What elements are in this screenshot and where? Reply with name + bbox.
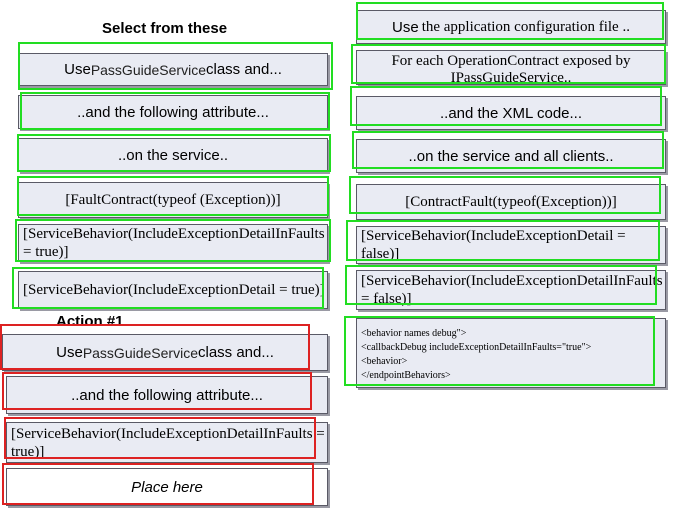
option-each-operationcontract[interactable]: For each OperationContract exposed by IP… [356,50,666,85]
option-on-the-service[interactable]: ..on the service.. [18,138,328,172]
option-faultcontract-attribute[interactable]: [FaultContract(typeof (Exception))] [18,182,328,218]
option-text: ..on the service and all clients.. [408,147,614,165]
option-servicebehavior-detail-true[interactable]: [ServiceBehavior(IncludeExceptionDetail … [18,271,328,309]
option-text: [FaultContract(typeof (Exception))] [65,192,281,208]
option-text: For each OperationContract exposed by IP… [391,53,631,85]
slot-text-post: class and... [197,344,274,361]
option-text-class: PassGuideService [90,61,206,78]
slot-3-servicebehavior-faults-true[interactable]: [ServiceBehavior(IncludeExceptionDetailI… [6,422,328,463]
option-contractfault-attribute[interactable]: [ContractFault(typeof(Exception))] [356,184,666,220]
option-text: [ServiceBehavior(IncludeExceptionDetail … [361,228,626,262]
option-following-attribute[interactable]: ..and the following attribute... [18,95,328,129]
slot-text: [ServiceBehavior(IncludeExceptionDetailI… [11,425,325,460]
option-servicebehavior-detail-false[interactable]: [ServiceBehavior(IncludeExceptionDetail … [356,226,666,264]
code-line: <callbackDebug includeExceptionDetailInF… [361,342,592,353]
slot-1-use-passguideservice[interactable]: Use PassGuideService class and... [2,334,328,371]
slot-text-class: PassGuideService [82,344,198,361]
option-use-passguideservice-class[interactable]: Use PassGuideService class and... [18,53,328,86]
option-text-post: class and... [205,61,282,78]
option-text: ..on the service.. [117,146,229,164]
option-text: ..and the following attribute... [77,103,269,121]
option-text: [ServiceBehavior(IncludeExceptionDetailI… [23,226,325,260]
code-line: </endpointBehaviors> [361,370,451,381]
option-servicebehavior-faults-false[interactable]: [ServiceBehavior(IncludeExceptionDetailI… [356,270,666,310]
option-servicebehavior-faults-true[interactable]: [ServiceBehavior(IncludeExceptionDetailI… [18,224,328,262]
slot-4-place-here[interactable]: Place here [6,468,328,506]
slot-text: ..and the following attribute... [71,386,263,404]
option-text-post: the application configuration file .. [421,19,630,35]
option-text-pre: Use [392,18,419,36]
slot-text-pre: Use [56,344,83,361]
code-line: <behavior names debug"> [361,328,467,339]
option-text: [ServiceBehavior(IncludeExceptionDetail … [23,282,325,298]
option-xml-behavior-code[interactable]: <behavior names debug"> <callbackDebug i… [356,318,666,388]
option-use-config-file[interactable]: Use the application configuration file .… [356,10,666,44]
select-heading: Select from these [102,20,228,37]
option-text: [ServiceBehavior(IncludeExceptionDetailI… [361,273,663,307]
slot-2-following-attribute[interactable]: ..and the following attribute... [6,376,328,414]
option-service-and-all-clients[interactable]: ..on the service and all clients.. [356,139,666,173]
option-text: ..and the XML code... [439,104,583,122]
option-text-pre: Use [64,61,91,78]
option-text: [ContractFault(typeof(Exception))] [405,194,617,210]
option-xml-code[interactable]: ..and the XML code... [356,96,666,130]
slot-placeholder: Place here [131,478,203,496]
code-line: <behavior> [361,356,408,367]
action-heading: Action #1 [56,313,124,330]
